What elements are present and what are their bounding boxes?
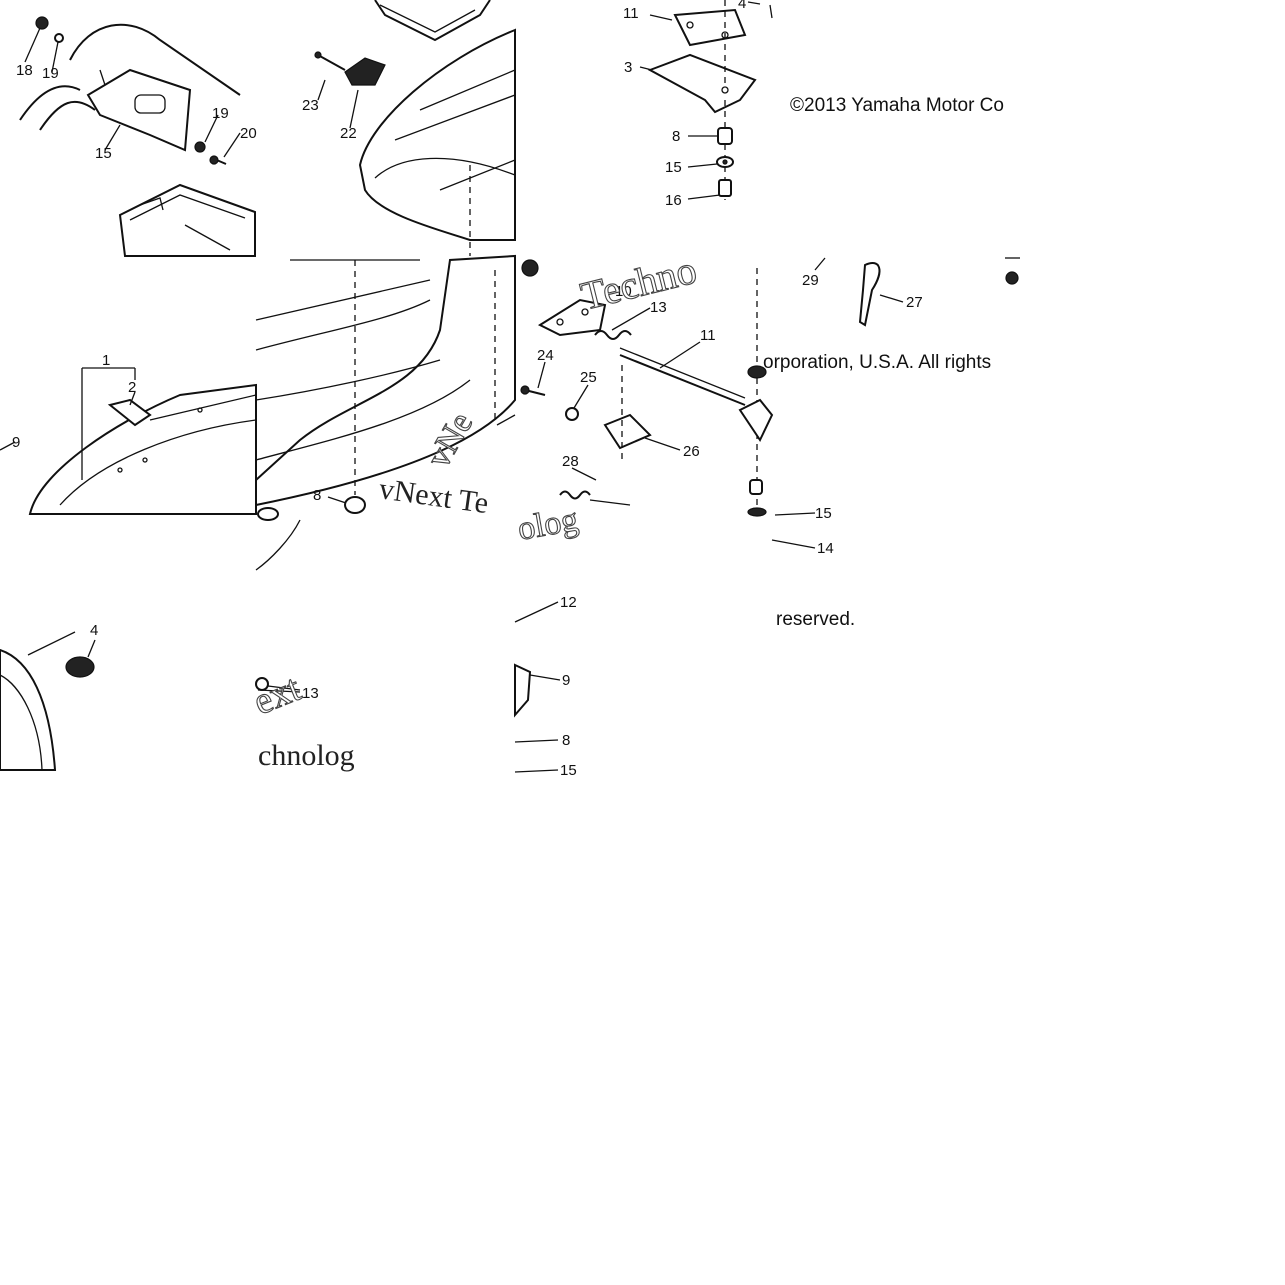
callout-16: 13: [650, 299, 667, 316]
callout-8b: 8: [562, 732, 570, 749]
nut-icon: [194, 141, 206, 153]
callout-15b: 15: [560, 762, 577, 779]
hook-27: [858, 262, 881, 327]
seat-tray: [118, 183, 256, 257]
seat-rear: [0, 648, 57, 771]
watermark-text: Techno: [576, 247, 701, 319]
callout-5: 8: [313, 487, 321, 504]
tile-top-left: [19, 16, 256, 257]
callout-3: 3: [624, 59, 632, 76]
callout-29: 29: [802, 272, 819, 289]
callout-4: 4: [738, 0, 746, 12]
damper-5: [344, 496, 366, 514]
callout-19: 19: [42, 65, 59, 82]
grab-strap-18: [86, 68, 192, 152]
copyright-line-1: ©2013 Yamaha Motor Co: [790, 95, 1004, 116]
copyright-line-3: reserved.: [776, 609, 855, 630]
callout-14: 14: [817, 540, 834, 557]
callout-25: 25: [580, 369, 597, 386]
hinge-26: [603, 413, 652, 450]
grommet-icon: [747, 365, 767, 379]
damper-4: [65, 656, 95, 678]
tile-center-right: [520, 257, 1020, 517]
callout-22: 22: [340, 125, 357, 142]
shaft-11: [619, 354, 746, 406]
watermark-text: chnolog: [258, 739, 355, 772]
callout-15: 15: [665, 159, 682, 176]
bolt-icon: [317, 54, 346, 71]
callout-21: 18: [16, 62, 33, 79]
tile-bottom-right: [255, 512, 816, 773]
tile-center: [255, 254, 539, 521]
copyright-line-2: orporation, U.S.A. All rights: [763, 352, 991, 373]
callout-13: 13: [302, 685, 319, 702]
latch-icon: [738, 398, 774, 443]
callout-27: 27: [906, 294, 923, 311]
callout-12: 12: [560, 594, 577, 611]
callout-19: 19: [212, 105, 229, 122]
callout-1: 1: [102, 352, 110, 369]
seat-body: [358, 28, 516, 241]
callout-4b: 4: [90, 622, 98, 639]
tile-bottom-left: [0, 519, 301, 771]
copyright-notice: ©2013 Yamaha Motor Co orporation, U.S.A.…: [763, 95, 1004, 630]
tile-top-middle: [314, 0, 516, 256]
callout-10: 10: [615, 283, 632, 300]
callout-26: 26: [683, 443, 700, 460]
seat-cover-2: [107, 398, 152, 427]
watermark-text: ext: [248, 667, 307, 723]
callout-18: 15: [95, 145, 112, 162]
callout-28: 28: [562, 453, 579, 470]
plate-7: [673, 8, 747, 47]
callout-24: 24: [537, 347, 554, 364]
tile-mid-left: [0, 367, 257, 515]
bracket-3: [647, 53, 757, 114]
tile-top-right: [647, 0, 773, 200]
callout-numbers: 18 19 15 19 20 23 22 11 4 3 8 15 16 1 2 …: [12, 0, 923, 779]
nut-icon: [35, 16, 49, 30]
watermark-text: vNext Te: [377, 472, 490, 520]
watermark-text: olog: [515, 501, 581, 548]
callout-8: 8: [672, 128, 680, 145]
nut-icon: [54, 33, 64, 43]
callout-9: 9: [562, 672, 570, 689]
callout-23: 23: [302, 97, 319, 114]
spring-30: [559, 490, 591, 500]
callout-20: 20: [240, 125, 257, 142]
callout-15: 15: [815, 505, 832, 522]
callout-2: 2: [128, 379, 136, 396]
seat-lock-22: [344, 57, 386, 86]
bracket-10: [537, 298, 607, 337]
spacer-8: [717, 127, 733, 145]
callout-6: 9: [12, 434, 20, 451]
callout-7: 11: [623, 5, 639, 22]
callout-11: 11: [700, 327, 716, 344]
spring-16: [594, 330, 632, 340]
washer-25: [565, 407, 579, 421]
bolt-17: [718, 179, 732, 197]
leader-lines: [24, 1, 904, 693]
callout-17: 16: [665, 192, 682, 209]
